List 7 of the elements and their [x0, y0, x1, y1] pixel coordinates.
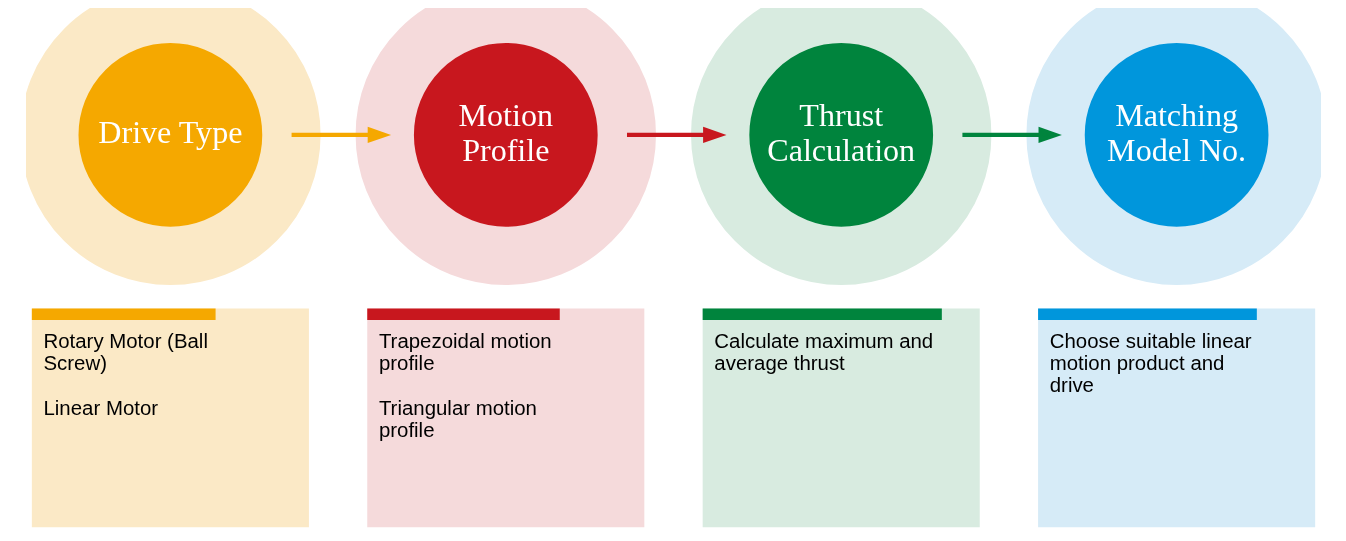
arrow [961, 126, 1062, 144]
arrow [626, 126, 726, 144]
node-circle: Drive Type [25, 8, 321, 286]
node-circle: Motion Profile [355, 8, 656, 286]
node-circle: Thrust Calculation [690, 8, 991, 286]
node-circle: Matching Model No. [1025, 8, 1321, 286]
arrow [291, 126, 391, 144]
